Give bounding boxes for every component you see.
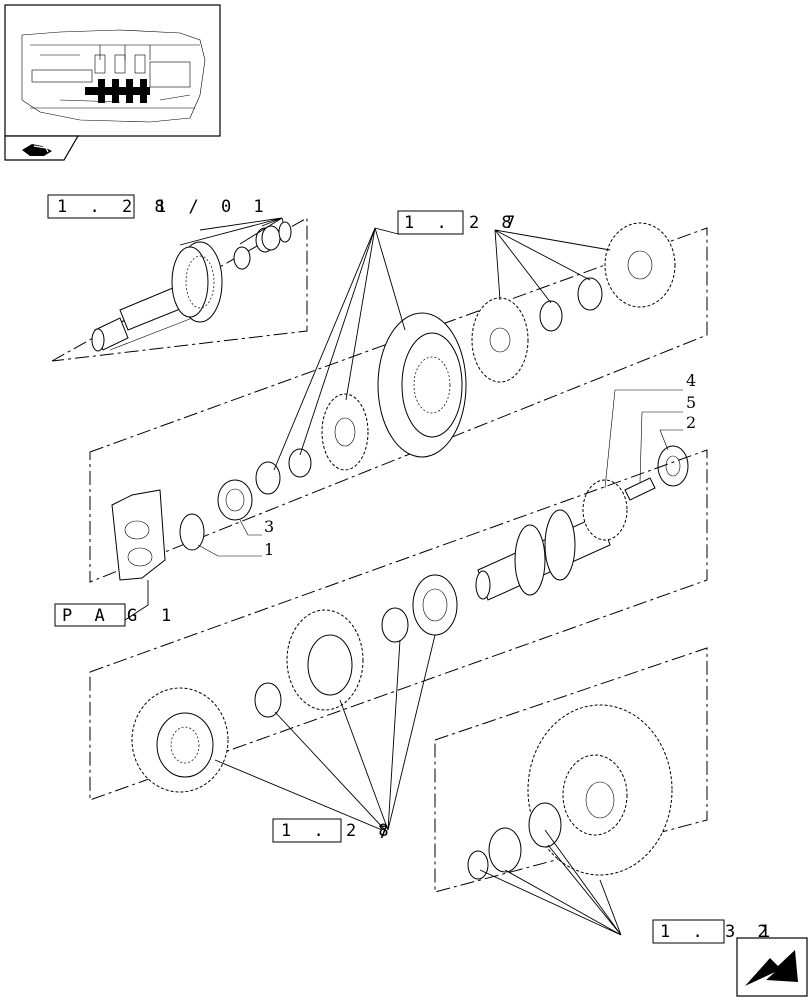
ref-1-28-c-suffix: 7: [378, 823, 394, 843]
ref-1-28-a[interactable]: 1 . 2 8 1 / 0 1: [47, 194, 270, 219]
callout-1: 1: [197, 540, 274, 559]
reverse-gears-group: [89, 449, 708, 831]
callout-4: 4: [604, 371, 696, 489]
svg-text:5: 5: [686, 393, 696, 412]
transmission-overview-icon[interactable]: [4, 4, 221, 137]
mainshaft-gears-group: [89, 222, 708, 583]
ref-1-28-b-box: 1 . 2 8: [404, 213, 518, 233]
ref-1-28-b[interactable]: 1 . 2 8 7: [397, 210, 521, 235]
svg-text:4: 4: [686, 371, 696, 390]
pto-gears-group: [434, 647, 708, 936]
ref-1-28-c[interactable]: 1 . 2 8 7: [272, 818, 395, 843]
callout-5: 5: [639, 393, 696, 483]
book-icon[interactable]: [4, 135, 80, 161]
ref-1-32[interactable]: 1 . 3 2 1: [652, 919, 776, 944]
svg-text:3: 3: [264, 517, 274, 536]
ref-pag-suffix: 1: [161, 606, 177, 626]
input-shaft-group: [51, 217, 308, 362]
ref-pag-box: P A G: [62, 606, 143, 626]
countershaft: [475, 445, 689, 601]
next-page-arrow-icon[interactable]: [736, 937, 808, 997]
svg-text:1: 1: [264, 540, 274, 559]
ref-1-28-a-suffix: 1 / 0 1: [156, 197, 270, 217]
callout-3: 3: [239, 517, 274, 536]
ref-pag[interactable]: P A G 1: [54, 580, 177, 627]
svg-text:2: 2: [686, 413, 696, 432]
ref-1-28-a-box: 1 . 2 8: [57, 197, 171, 217]
ref-1-28-c-box: 1 . 2 8: [281, 821, 395, 841]
ref-1-28-b-suffix: 7: [505, 213, 521, 233]
ref-1-32-box: 1 . 3 2: [660, 922, 774, 942]
ref-1-32-suffix: 1: [760, 922, 776, 942]
callout-2: 2: [659, 413, 696, 451]
